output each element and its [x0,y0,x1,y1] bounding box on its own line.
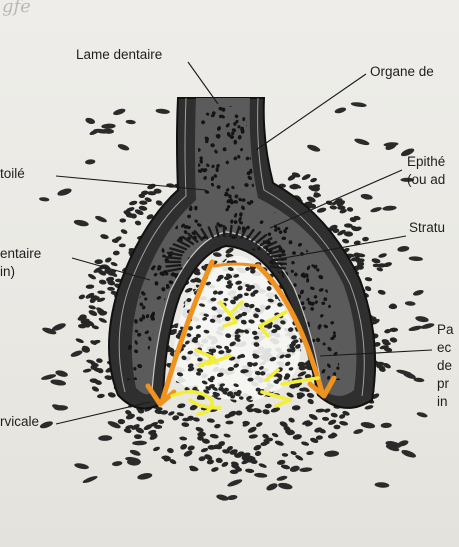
label-dentaire-2: in) [0,264,16,279]
label-papille-5: in [437,394,448,409]
label-lame-dentaire: Lame dentaire [76,47,163,62]
label-papille-2: ec [437,340,452,355]
outer-mesenchyme [39,102,435,501]
yellow-annotation [170,300,320,416]
label-papille-3: de [437,358,453,373]
label-papille-1: Pa [437,322,454,337]
leader-lines [55,61,433,425]
label-epithelium-2: (ou ad [407,172,446,187]
epithelium-outline-right [257,97,365,397]
label-epithelium-1: Epithé [407,154,446,169]
inner-enamel-outline [151,231,323,393]
label-etoile: toilé [0,166,25,181]
epithelium-outline [118,97,187,393]
handwritten-note: gfe [2,0,31,17]
label-cervicale: rvicale [0,414,40,429]
label-organe: Organe de [370,64,434,79]
label-dentaire-1: entaire [0,246,42,261]
label-stratum: Stratu [409,220,446,235]
orange-annotation [145,259,337,407]
ameloblast-palisade [164,224,288,273]
label-papille-4: pr [437,376,450,391]
